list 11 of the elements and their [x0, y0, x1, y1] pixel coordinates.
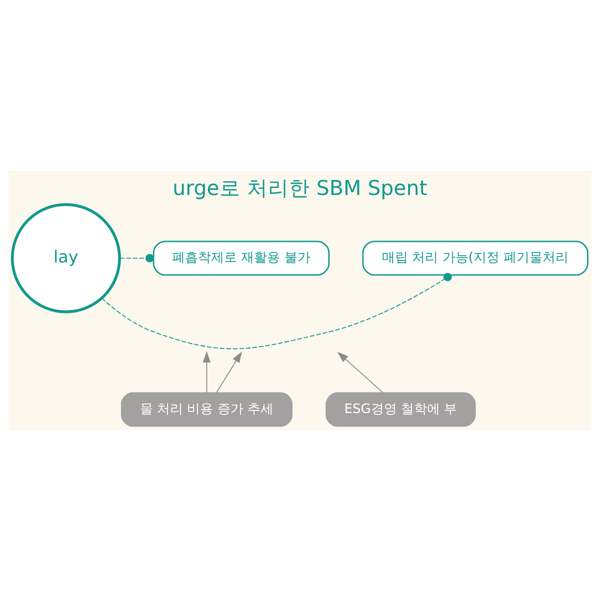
node-box: ESG경영 철학에 부 [326, 392, 476, 426]
connector [119, 254, 154, 262]
node-box: 물 처리 비용 증가 추세 [120, 392, 293, 426]
diagram-title: urge로 처리한 SBM Spent [172, 175, 428, 200]
arrow [337, 351, 384, 393]
node-box: 폐흡착제로 재활용 불가 [152, 240, 330, 276]
node-box: 매립 처리 가능(지정 폐기물처리 [362, 240, 588, 276]
connector [101, 272, 452, 349]
node-circle: lay [10, 202, 121, 313]
arrow [202, 350, 211, 393]
arrow [216, 350, 242, 393]
